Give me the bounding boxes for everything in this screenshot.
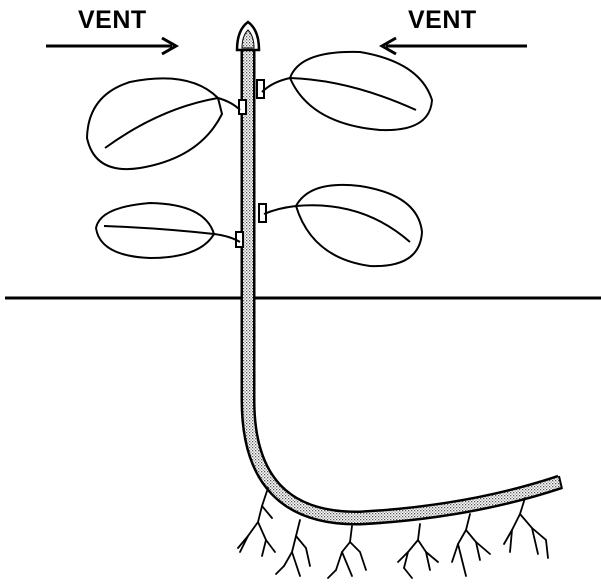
vent-label-right: VENT xyxy=(408,6,477,35)
leaf-upper-right xyxy=(262,52,432,130)
wind-arrow-left xyxy=(46,38,176,54)
wind-arrow-right xyxy=(382,38,527,54)
apex-bud xyxy=(237,22,259,50)
leaf-lower-right xyxy=(264,185,422,266)
leaf-upper-left xyxy=(87,78,240,169)
leaf-lower-left xyxy=(96,203,240,258)
vent-label-left: VENT xyxy=(78,6,147,35)
